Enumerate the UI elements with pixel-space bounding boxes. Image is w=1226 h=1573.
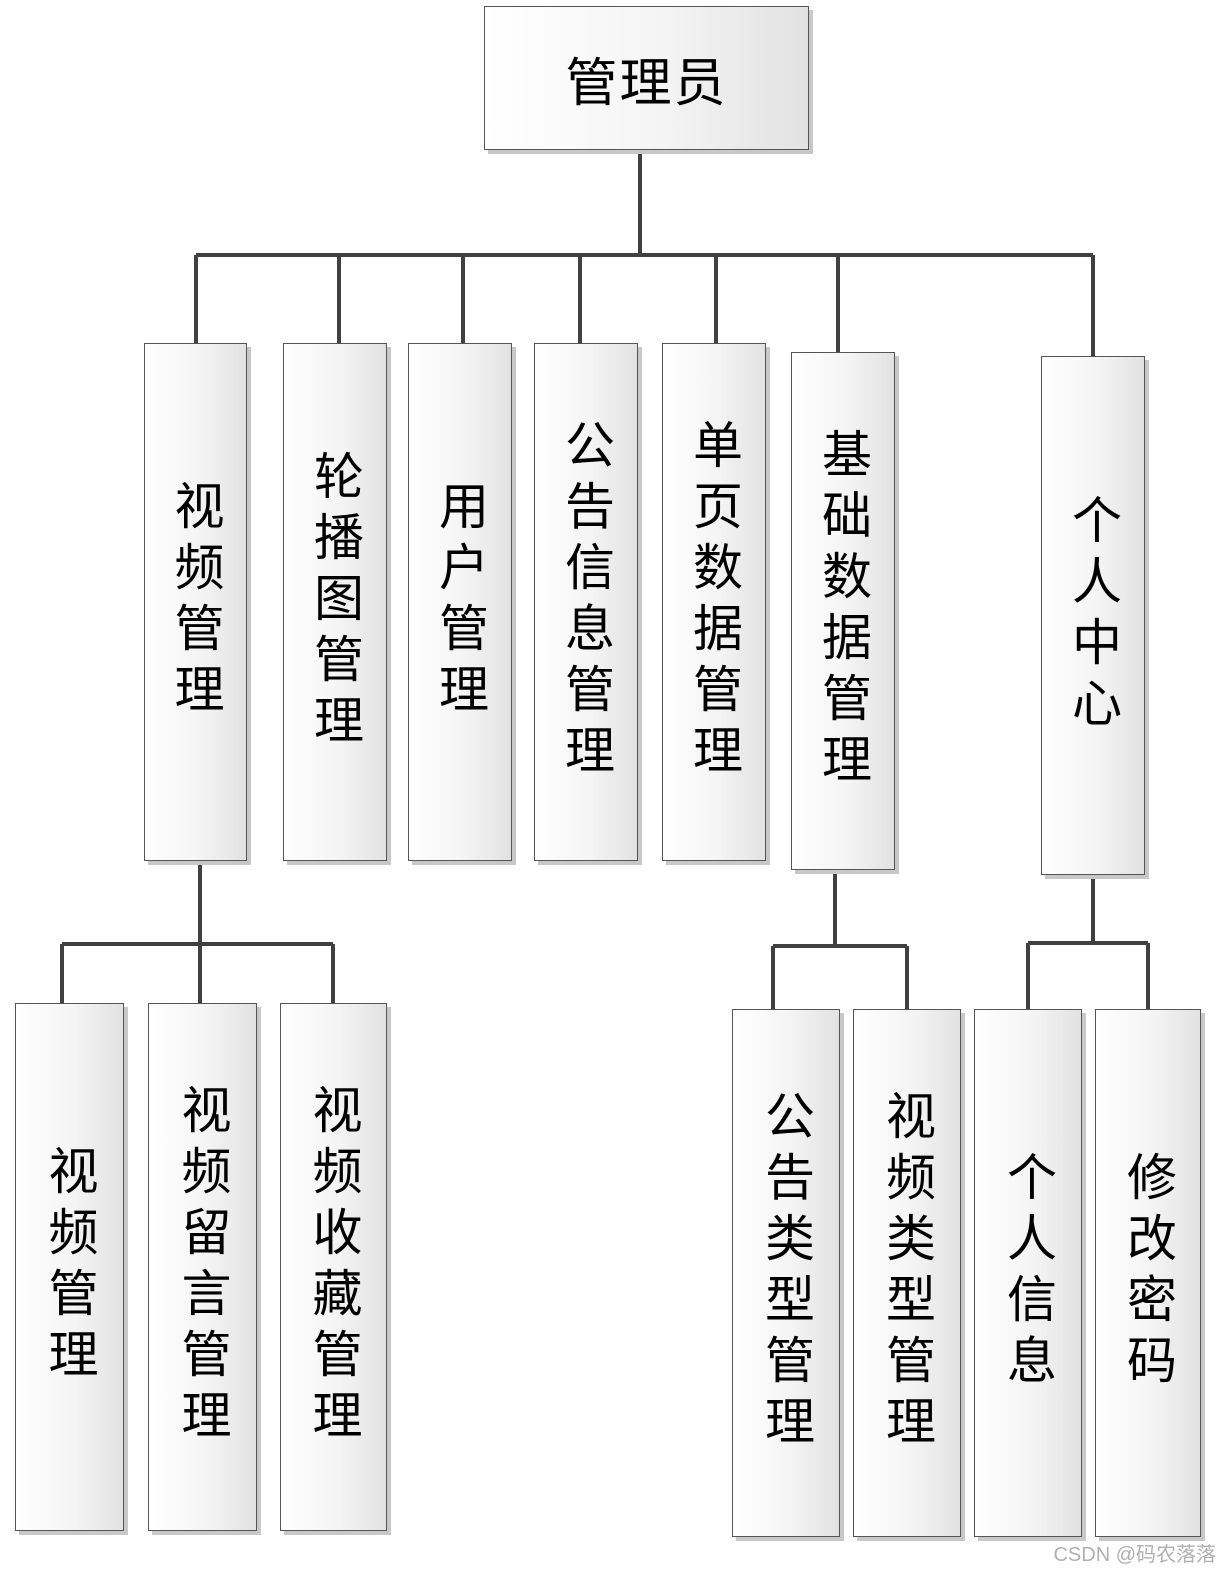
node-label: 单页数据管理 xyxy=(685,419,743,785)
node-personal-info: 个人信息 xyxy=(974,1009,1082,1537)
node-label: 视频收藏管理 xyxy=(304,1084,363,1450)
node-video-comment-management: 视频留言管理 xyxy=(148,1003,257,1531)
node-label: 公告类型管理 xyxy=(757,1090,815,1456)
node-label: 轮播图管理 xyxy=(306,449,364,755)
node-label: 用户管理 xyxy=(431,480,489,724)
node-label: 个人信息 xyxy=(999,1151,1057,1395)
node-label: 视频类型管理 xyxy=(878,1090,936,1456)
node-user-management: 用户管理 xyxy=(408,343,512,861)
node-label: 公告信息管理 xyxy=(557,419,615,785)
node-base-data-management: 基础数据管理 xyxy=(791,352,895,870)
node-notice-type-management: 公告类型管理 xyxy=(732,1009,840,1537)
node-carousel-management: 轮播图管理 xyxy=(283,343,387,861)
root-label: 管理员 xyxy=(565,53,728,114)
node-label: 基础数据管理 xyxy=(814,428,872,794)
watermark: CSDN @码农落落 xyxy=(1053,1544,1216,1566)
node-video-type-management: 视频类型管理 xyxy=(853,1009,961,1537)
node-notice-management: 公告信息管理 xyxy=(534,343,638,861)
node-personal-center: 个人中心 xyxy=(1041,356,1145,875)
node-video-management: 视频管理 xyxy=(144,343,247,861)
root-node: 管理员 xyxy=(484,6,809,150)
node-label: 个人中心 xyxy=(1064,493,1122,738)
node-video-sub-management: 视频管理 xyxy=(15,1003,124,1531)
node-label: 视频管理 xyxy=(166,480,225,724)
node-video-favorite-management: 视频收藏管理 xyxy=(280,1003,387,1531)
node-label: 修改密码 xyxy=(1119,1151,1177,1395)
node-label: 视频管理 xyxy=(40,1145,99,1389)
node-label: 视频留言管理 xyxy=(173,1084,232,1450)
node-single-page-management: 单页数据管理 xyxy=(662,343,766,861)
node-change-password: 修改密码 xyxy=(1095,1009,1201,1537)
